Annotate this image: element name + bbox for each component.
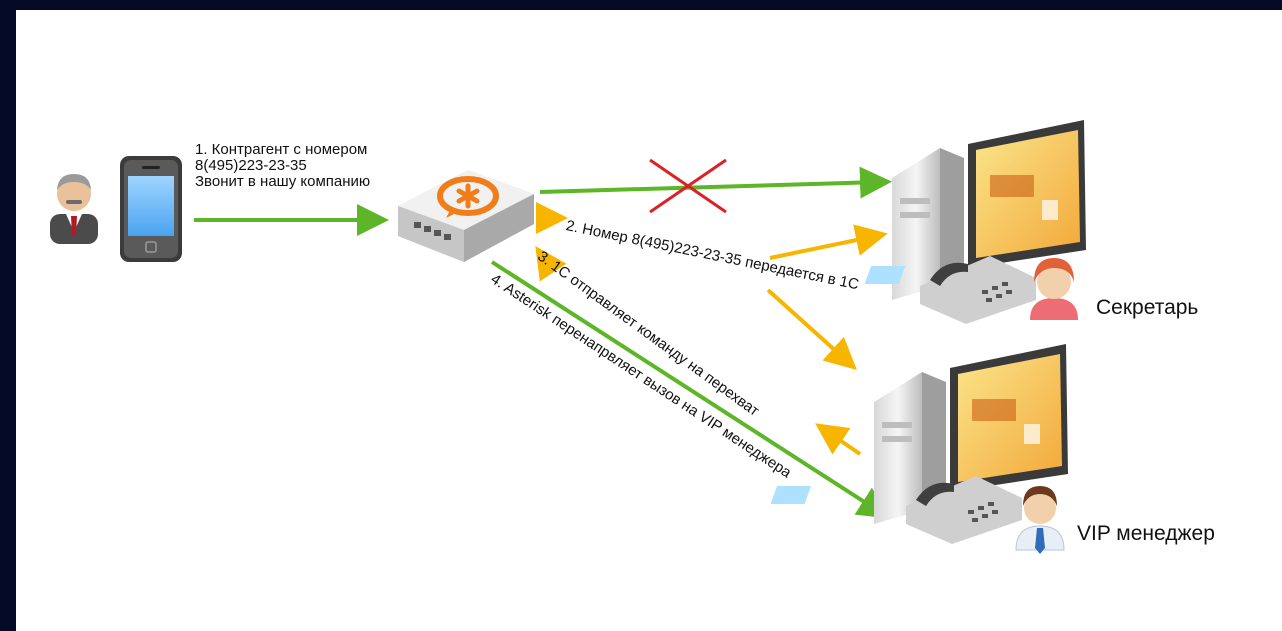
arrow-pbx-to-secretary xyxy=(539,166,892,199)
arrow-orange-to-pbx xyxy=(535,246,567,282)
arrow-orange-to-vip xyxy=(766,288,857,371)
arrow-pbx-to-vip xyxy=(490,260,891,519)
manager-person-icon xyxy=(1015,486,1065,554)
vip-manager-label: VIP менеджер xyxy=(1077,522,1215,545)
caller-person-icon xyxy=(50,174,98,244)
mobile-phone-icon xyxy=(120,156,182,262)
arrow-orange-vip-back xyxy=(815,423,862,456)
diagram-canvas xyxy=(16,10,1282,631)
step1-line3: Звонит в нашу компанию xyxy=(195,173,371,190)
step1-line2: 8(495)223-23-35 xyxy=(195,157,307,174)
blocked-cross-icon xyxy=(649,158,727,214)
computer-1c-icon xyxy=(874,344,1068,524)
step1-label: 1. Контрагент с номером 8(495)223-23-35 … xyxy=(195,142,370,190)
step1-line1: 1. Контрагент с номером xyxy=(195,141,368,158)
asterisk-pbx-icon xyxy=(398,170,534,262)
secretary-label: Секретарь xyxy=(1096,296,1199,319)
arrow-orange-to-secretary xyxy=(769,224,888,260)
computer-1c-icon xyxy=(892,120,1086,300)
secretary-person-icon xyxy=(1030,258,1078,320)
desk-phone-icon xyxy=(864,256,1036,324)
desk-phone-icon xyxy=(770,476,1022,544)
